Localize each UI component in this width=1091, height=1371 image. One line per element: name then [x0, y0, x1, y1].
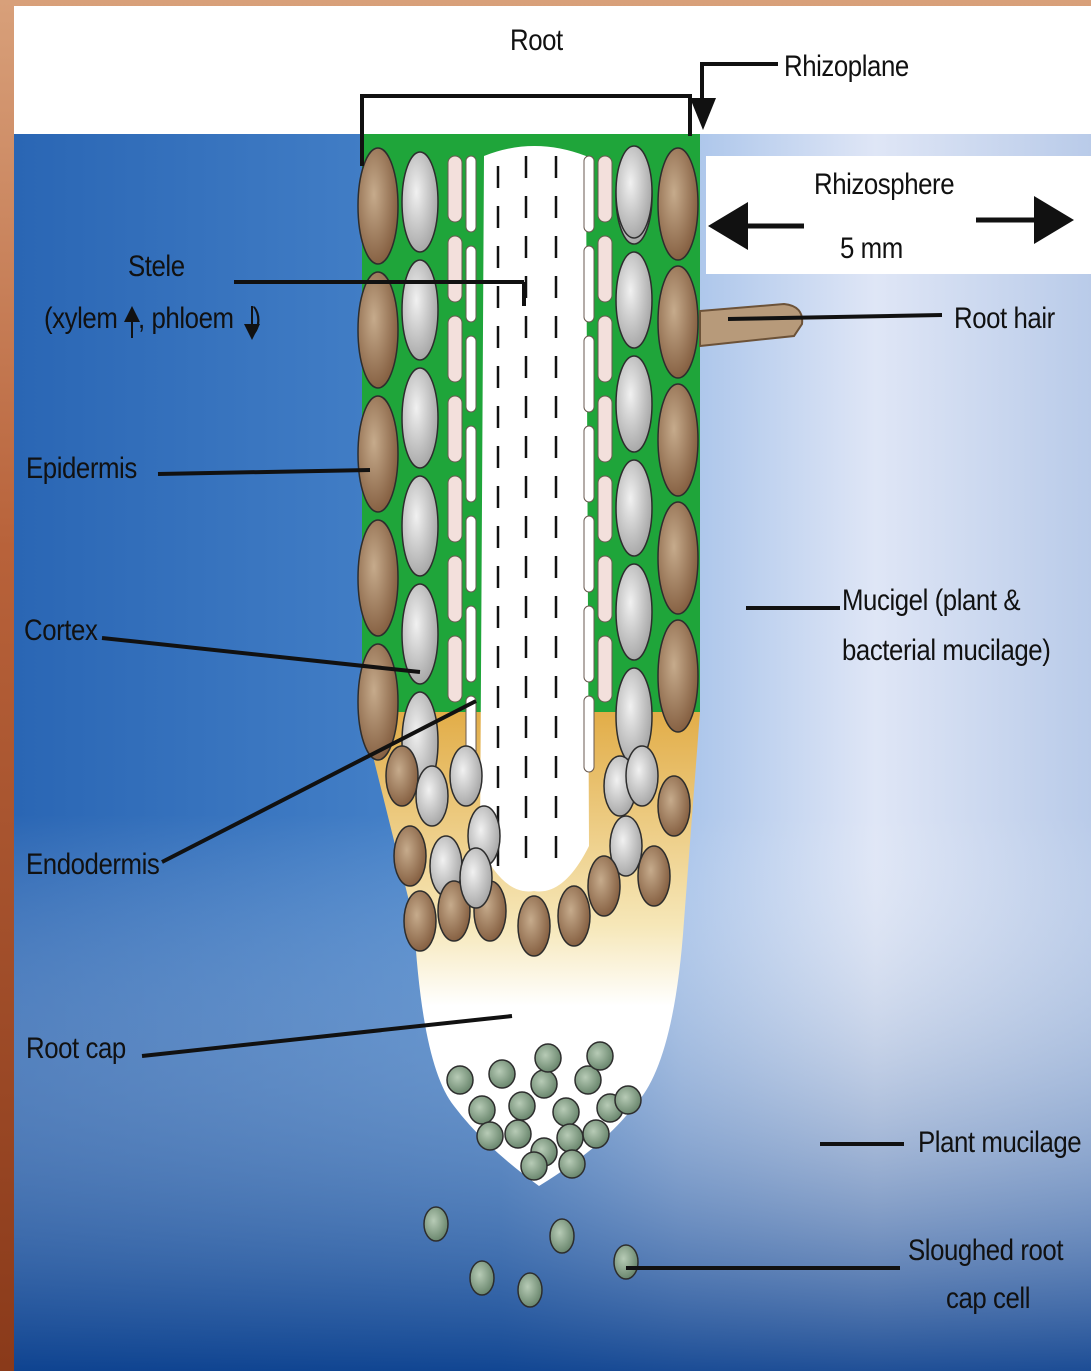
root-cap-cell — [557, 1124, 583, 1152]
cap-inner-cell — [626, 746, 658, 806]
root-cap-cell — [469, 1096, 495, 1124]
label-endodermis: Endodermis — [26, 848, 159, 882]
endodermis-cell — [598, 636, 612, 702]
root-cap-cell — [477, 1122, 503, 1150]
epidermis-cell — [358, 272, 398, 388]
sloughed-root-cap-cell — [470, 1261, 494, 1295]
cap-inner-cell — [460, 848, 492, 908]
endodermis-cell — [598, 236, 612, 302]
cap-outer-cell — [394, 826, 426, 886]
sloughed-root-cap-cell — [614, 1245, 638, 1279]
cortex-cell — [402, 260, 438, 360]
root-cap-cell — [521, 1152, 547, 1180]
diagram-panel: Root Rhizoplane Rhizosphere 5 mm Stele (… — [14, 6, 1091, 1371]
endodermis-cell — [448, 236, 462, 302]
root-cap-cell — [615, 1086, 641, 1114]
pericycle-cell — [584, 606, 594, 682]
cap-inner-cell — [450, 746, 482, 806]
endodermis-cell — [448, 556, 462, 622]
sloughed-root-cap-cell — [518, 1273, 542, 1307]
pericycle-cell — [466, 426, 476, 502]
label-rhizosphere-width: 5 mm — [840, 232, 903, 266]
epidermis-cell — [658, 620, 698, 732]
label-stele-close: ) — [252, 302, 260, 335]
root-cap-cell — [559, 1150, 585, 1178]
endodermis-cell — [448, 156, 462, 222]
label-root-hair: Root hair — [954, 302, 1055, 336]
label-plant-mucilage: Plant mucilage — [918, 1126, 1081, 1160]
epidermis-cell — [658, 502, 698, 614]
root-cap-cell — [447, 1066, 473, 1094]
root-cap-cell — [531, 1070, 557, 1098]
endodermis-cell — [598, 476, 612, 542]
label-mucigel-2: bacterial mucilage) — [842, 634, 1050, 668]
pericycle-cell — [584, 156, 594, 232]
cap-outer-cell — [558, 886, 590, 946]
root-cap-cell — [535, 1044, 561, 1072]
label-rhizosphere: Rhizosphere — [814, 168, 954, 202]
label-stele-detail: (xylem , phloem) — [44, 302, 261, 336]
label-rhizoplane: Rhizoplane — [784, 50, 909, 84]
cortex-cell — [616, 252, 652, 348]
cortex-cell — [402, 152, 438, 252]
pericycle-cell — [584, 696, 594, 772]
cap-inner-cell — [416, 766, 448, 826]
pericycle-cell — [584, 336, 594, 412]
pericycle-cell — [584, 426, 594, 502]
root-cap-cell — [505, 1120, 531, 1148]
cap-outer-cell — [638, 846, 670, 906]
pericycle-cell — [584, 516, 594, 592]
label-root: Root — [510, 24, 563, 58]
cap-outer-cell — [588, 856, 620, 916]
cortex-cell — [402, 476, 438, 576]
epidermis-cell — [658, 266, 698, 378]
cap-outer-cell — [404, 891, 436, 951]
cap-outer-cell — [658, 776, 690, 836]
endodermis-cell — [598, 316, 612, 382]
cap-outer-cell — [386, 746, 418, 806]
label-sloughed-1: Sloughed root — [908, 1234, 1063, 1268]
sloughed-root-cap-cell — [550, 1219, 574, 1253]
stele — [480, 146, 589, 891]
endodermis-cell — [448, 476, 462, 542]
endodermis-cell — [598, 156, 612, 222]
epidermis-cell — [358, 396, 398, 512]
endodermis-cell — [448, 316, 462, 382]
cortex-cell — [616, 460, 652, 556]
endodermis-cell — [598, 396, 612, 462]
pericycle-cell — [466, 336, 476, 412]
label-stele: Stele — [128, 250, 185, 284]
cortex-cell — [402, 368, 438, 468]
endodermis-cell — [448, 396, 462, 462]
epidermis-cell — [658, 148, 698, 260]
root-cap-cell — [553, 1098, 579, 1126]
root-cap-cell — [587, 1042, 613, 1070]
cortex-cell — [616, 356, 652, 452]
cap-outer-cell — [518, 896, 550, 956]
cortex-cell — [616, 564, 652, 660]
label-root-cap: Root cap — [26, 1032, 126, 1066]
cortex-cell — [616, 146, 652, 238]
endodermis-cell — [598, 556, 612, 622]
label-sloughed-2: cap cell — [946, 1282, 1030, 1316]
endodermis-cell — [448, 636, 462, 702]
label-cortex: Cortex — [24, 614, 97, 648]
sloughed-root-cap-cell — [424, 1207, 448, 1241]
root-diagram — [14, 6, 1091, 1371]
root-cap-cell — [489, 1060, 515, 1088]
pericycle-cell — [584, 246, 594, 322]
epidermis-cell — [658, 384, 698, 496]
pericycle-cell — [466, 606, 476, 682]
label-mucigel-1: Mucigel (plant & — [842, 584, 1020, 618]
pericycle-cell — [466, 156, 476, 232]
root-cap-cell — [583, 1120, 609, 1148]
label-stele-xylem: (xylem — [44, 302, 117, 335]
epidermis-cell — [358, 520, 398, 636]
label-stele-phloem: , phloem — [138, 302, 234, 335]
label-epidermis: Epidermis — [26, 452, 137, 486]
pericycle-cell — [466, 516, 476, 592]
root-cap-cell — [509, 1092, 535, 1120]
